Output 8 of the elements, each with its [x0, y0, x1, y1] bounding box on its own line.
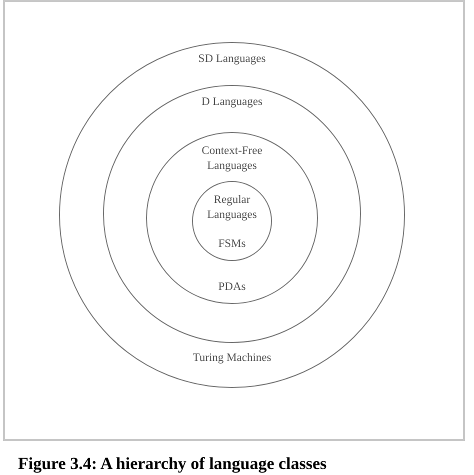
circle-label: PDAs: [217, 280, 247, 295]
circle-label: Regular Languages: [206, 193, 258, 223]
circle-label: Context-Free Languages: [200, 144, 264, 174]
circle-label: D Languages: [200, 95, 264, 110]
circle-label: Turing Machines: [192, 351, 272, 366]
figure-caption: Figure 3.4: A hierarchy of language classes: [18, 453, 327, 475]
circle-label: FSMs: [217, 237, 247, 252]
circle-label: SD Languages: [197, 52, 267, 67]
